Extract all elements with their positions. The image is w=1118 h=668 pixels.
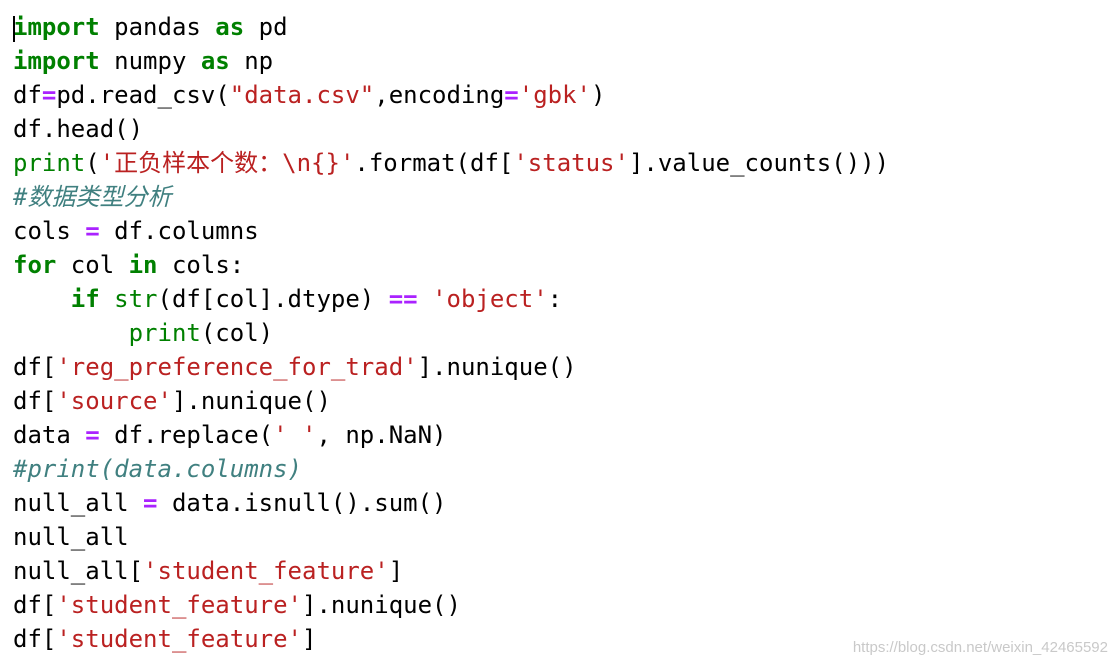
text-cursor [13, 16, 15, 42]
code-line[interactable]: for col in cols: [13, 248, 889, 282]
code-token: df.head() [13, 115, 144, 143]
code-token: 'gbk' [518, 81, 591, 109]
code-token: np [229, 47, 274, 75]
code-line[interactable]: #数据类型分析 [13, 180, 889, 214]
code-line[interactable]: print('正负样本个数：\n{}'.format(df['status'].… [13, 146, 889, 180]
code-token: df.columns [99, 217, 259, 245]
code-token: #print(data.columns) [13, 455, 302, 483]
code-token: 'reg_preference_for_trad' [56, 353, 418, 381]
code-token: str [114, 285, 158, 313]
code-token: = [41, 81, 57, 109]
code-token: data.isnull().sum() [157, 489, 447, 517]
code-token: numpy [99, 47, 201, 75]
code-token: if [70, 285, 100, 313]
code-token: 'source' [56, 387, 172, 415]
code-line[interactable]: import numpy as np [13, 44, 889, 78]
code-token: ( [85, 149, 100, 177]
code-token: df[ [13, 387, 57, 415]
code-token [100, 285, 114, 313]
code-line[interactable]: df.head() [13, 112, 889, 146]
code-line[interactable]: df['student_feature'].nunique() [13, 588, 889, 622]
code-token: = [85, 421, 100, 449]
code-token: df[ [13, 353, 57, 381]
code-line[interactable]: df['source'].nunique() [13, 384, 889, 418]
watermark: https://blog.csdn.net/weixin_42465592 [852, 639, 1108, 656]
code-line[interactable]: df['reg_preference_for_trad'].nunique() [13, 350, 889, 384]
code-token: ] [388, 557, 404, 585]
code-token: cols [13, 217, 86, 245]
code-line[interactable]: print(col) [13, 316, 889, 350]
code-token: print [128, 319, 201, 347]
code-line[interactable]: cols = df.columns [13, 214, 889, 248]
code-token: ] [302, 625, 317, 653]
code-token: ].value_counts())) [628, 149, 890, 177]
code-token: in [128, 251, 158, 279]
code-line[interactable]: if str(df[col].dtype) == 'object': [13, 282, 889, 316]
code-token: null_all[ [13, 557, 144, 585]
code-line[interactable]: #print(data.columns) [13, 452, 889, 486]
code-token: for [13, 251, 57, 279]
code-token: 'status' [513, 149, 629, 177]
code-line[interactable]: df=pd.read_csv("data.csv",encoding='gbk'… [13, 78, 889, 112]
code-token: "data.csv" [229, 81, 375, 109]
code-token: import [13, 13, 100, 41]
code-token: data [13, 421, 86, 449]
code-token: 'student_feature' [143, 557, 389, 585]
code-line[interactable]: null_all['student_feature'] [13, 554, 889, 588]
code-token [13, 285, 71, 313]
code-line[interactable]: import pandas as pd [13, 10, 889, 44]
code-token: null_all [13, 489, 144, 517]
code-token: 'student_feature' [56, 591, 302, 619]
code-token: '正负样本个数：\n{}' [99, 149, 355, 177]
code-token: col [56, 251, 129, 279]
code-token [418, 285, 432, 313]
code-token: df[ [13, 625, 57, 653]
code-token: 'object' [432, 285, 548, 313]
code-token: pd [244, 13, 288, 41]
code-token: as [200, 47, 230, 75]
code-token: as [215, 13, 245, 41]
code-token: = [504, 81, 519, 109]
code-token: (col) [200, 319, 274, 347]
code-token: ].nunique() [302, 591, 461, 619]
code-token: = [85, 217, 100, 245]
code-token: #数据类型分析 [13, 183, 172, 211]
code-token: : [547, 285, 563, 313]
code-token: 'student_feature' [56, 625, 302, 653]
code-token: pandas [99, 13, 216, 41]
code-token: import [13, 47, 100, 75]
code-token: ].nunique() [417, 353, 577, 381]
code-token: .format(df[ [354, 149, 514, 177]
code-line[interactable]: null_all = data.isnull().sum() [13, 486, 889, 520]
code-token: df.replace( [99, 421, 274, 449]
code-token: pd.read_csv( [56, 81, 230, 109]
code-token: cols: [157, 251, 245, 279]
code-token: df [13, 81, 42, 109]
code-token: df[ [13, 591, 57, 619]
code-token: = [143, 489, 158, 517]
code-line[interactable]: null_all [13, 520, 889, 554]
code-token: ' ' [273, 421, 317, 449]
code-token: ,encoding [374, 81, 505, 109]
code-token: == [388, 285, 418, 313]
code-line[interactable]: data = df.replace(' ', np.NaN) [13, 418, 889, 452]
code-token: null_all [13, 523, 129, 551]
code-token: ].nunique() [171, 387, 331, 415]
code-token: ) [591, 81, 606, 109]
code-token [13, 319, 129, 347]
code-token: (df[col].dtype) [157, 285, 389, 313]
code-token: print [13, 149, 86, 177]
code-token: , np.NaN) [316, 421, 447, 449]
code-line[interactable]: df['student_feature'] [13, 622, 889, 656]
